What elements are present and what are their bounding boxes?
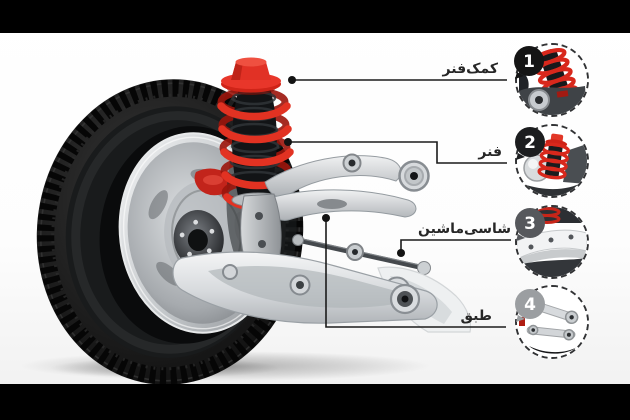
callout-circle-control-arm	[515, 285, 589, 359]
leader-line-2	[288, 141, 507, 164]
strut-top-mount	[221, 57, 281, 95]
badge-3-number: 3	[524, 214, 536, 234]
badge-4-number: 4	[524, 295, 536, 315]
label-chassis: شاسی‌ماشین	[418, 221, 511, 237]
badge-2: 2	[515, 127, 545, 160]
label-control-arm: طبق	[460, 308, 492, 324]
badge-1-number: 1	[523, 52, 535, 72]
leader-dot-3	[397, 249, 405, 257]
label-shock-absorber: کمک‌فنر	[442, 61, 498, 77]
badge-2-number: 2	[524, 133, 536, 153]
badge-1: 1	[514, 46, 544, 79]
letterbox-top	[0, 0, 630, 33]
callout-3-image	[517, 207, 587, 277]
tie-rod	[292, 234, 431, 275]
letterbox-bottom	[0, 384, 630, 420]
lower-control-arm	[172, 251, 438, 324]
upper-control-arm	[264, 153, 430, 221]
badge-3: 3	[515, 208, 545, 241]
leader-dot-2	[284, 138, 292, 146]
leader-dot-4	[322, 214, 330, 222]
lug-nuts	[179, 219, 215, 257]
badge-4: 4	[515, 289, 545, 322]
callout-4-image	[517, 287, 587, 357]
label-spring: فنر	[478, 144, 502, 160]
leader-line-3	[400, 239, 511, 253]
callout-circle-shock-absorber	[515, 43, 589, 117]
leader-line-4	[325, 218, 506, 328]
callout-1-image	[517, 45, 587, 115]
leader-dot-1	[288, 76, 296, 84]
